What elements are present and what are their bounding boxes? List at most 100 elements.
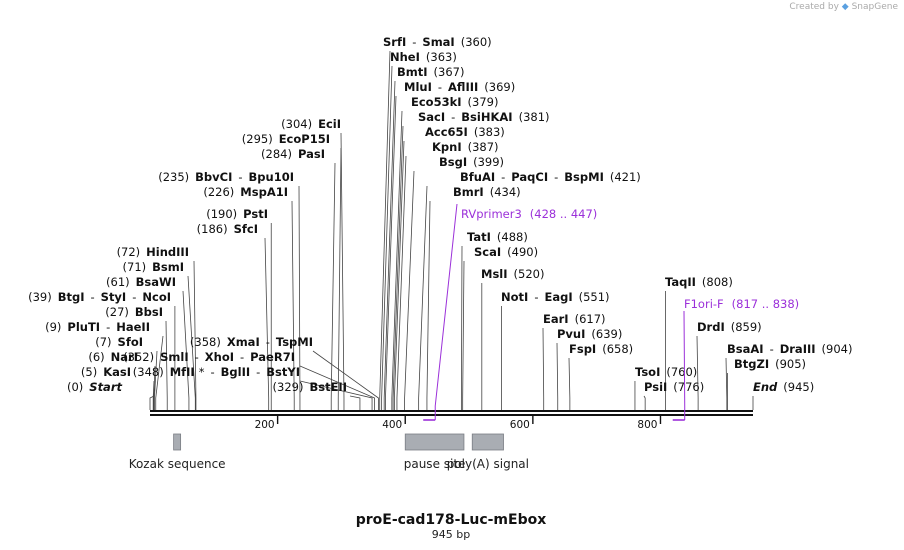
enzyme-name: XmaI	[227, 335, 260, 349]
enzyme-name: BsaWI	[136, 275, 176, 289]
enzyme-name: MfII	[170, 365, 195, 379]
site-annotation: (348)	[133, 365, 164, 379]
enzyme-name: BsaAI	[727, 342, 764, 356]
site-label: (71)BsmI	[123, 260, 184, 274]
site-line	[152, 380, 155, 410]
site-label: (9)PluTI-HaeII	[45, 320, 150, 334]
site-annotation: (904)	[822, 342, 853, 356]
site-label: (284)PasI	[261, 147, 325, 161]
site-annotation: (360)	[461, 35, 492, 49]
site-line	[291, 200, 295, 410]
site-annotation: -	[195, 350, 199, 364]
enzyme-name: MluI	[404, 80, 432, 94]
site-annotation: (304)	[281, 117, 312, 131]
site-label: ScaI(490)	[474, 245, 538, 259]
brand-name: SnapGene	[851, 2, 898, 12]
site-line	[299, 380, 373, 410]
site-annotation: -	[106, 320, 110, 334]
site-label: (226)MspA1I	[203, 185, 288, 199]
feature-box[interactable]	[471, 433, 504, 451]
enzyme-name: BglII	[221, 365, 251, 379]
site-line	[165, 320, 168, 410]
feature-box[interactable]	[404, 433, 465, 451]
site-annotation: (9)	[45, 320, 61, 334]
site-line	[568, 357, 571, 410]
site-annotation: (329)	[273, 380, 304, 394]
site-line	[462, 260, 465, 410]
site-label: EarI(617)	[543, 312, 606, 326]
enzyme-name: SmlI	[160, 350, 189, 364]
site-annotation: (859)	[731, 320, 762, 334]
site-label: (329) BstEII	[273, 380, 347, 394]
site-line	[404, 170, 415, 410]
enzyme-name: DrdI	[697, 320, 725, 334]
enzyme-name: Acc65I	[425, 125, 468, 139]
site-line	[349, 395, 361, 410]
site-label: NotI-EagI(551)	[501, 290, 610, 304]
site-annotation: (379)	[468, 95, 499, 109]
dna-backbone	[150, 410, 753, 416]
feature-box[interactable]	[173, 433, 182, 451]
site-label: BtgZI(905)	[734, 357, 806, 371]
enzyme-name: SmaI	[422, 35, 454, 49]
site-annotation: (186)	[197, 222, 228, 236]
site-label: PsiI(776)	[644, 380, 704, 394]
feature-label: poly(A) signal	[447, 457, 529, 471]
enzyme-name: Eco53kI	[411, 95, 462, 109]
feature-label: pause site	[404, 457, 466, 471]
enzyme-name: TaqII	[665, 275, 696, 289]
enzyme-name: SrfI	[383, 35, 406, 49]
enzyme-name: DraIII	[780, 342, 816, 356]
enzyme-name: PaqCI	[511, 170, 548, 184]
site-annotation: (658)	[602, 342, 633, 356]
site-label: (6)NarI	[88, 350, 138, 364]
enzyme-name: BstEII	[309, 380, 347, 394]
site-annotation: (776)	[673, 380, 704, 394]
site-annotation: -	[534, 290, 538, 304]
site-annotation: (945)	[783, 380, 814, 394]
site-label: Acc65I(383)	[425, 125, 505, 139]
site-line	[696, 335, 699, 410]
primers: RVprimer3(428 .. 447)F1ori-F(817 .. 838)	[423, 203, 800, 421]
site-label: MslI(520)	[481, 267, 544, 281]
enzyme-name: BtgZI	[734, 357, 769, 371]
site-annotation: (235)	[158, 170, 189, 184]
enzyme-name: BmtI	[397, 65, 428, 79]
ruler-tick-label: 400	[382, 419, 402, 431]
site-annotation: (352)	[123, 350, 154, 364]
site-annotation: (369)	[484, 80, 515, 94]
enzyme-name: EcoP15I	[279, 132, 330, 146]
enzyme-name: MspA1I	[240, 185, 288, 199]
site-label: (295)EcoP15I	[242, 132, 330, 146]
site-line	[391, 110, 403, 410]
site-line	[383, 80, 396, 410]
enzyme-name: SacI	[418, 110, 445, 124]
ruler-tick-label: 600	[510, 419, 530, 431]
site-label: (352)SmlI-XhoI-PaeR7I	[123, 350, 295, 364]
site-label: (348)MfII*-BglII-BstYI	[133, 365, 300, 379]
site-annotation: *	[199, 365, 205, 379]
enzyme-name: BspMI	[564, 170, 604, 184]
site-line	[725, 357, 728, 410]
primer-range: (817 .. 838)	[732, 297, 800, 311]
enzyme-name: PstI	[243, 207, 268, 221]
site-line	[298, 185, 301, 410]
site-annotation: (381)	[519, 110, 550, 124]
site-annotation: (434)	[490, 185, 521, 199]
site-annotation: -	[256, 365, 260, 379]
site-line	[460, 245, 463, 410]
site-line	[264, 237, 270, 410]
site-line	[392, 125, 404, 410]
site-annotation: -	[210, 365, 214, 379]
site-label: (72)HindIII	[117, 245, 189, 259]
enzyme-name: NcoI	[142, 290, 171, 304]
site-label: End(945)	[753, 380, 814, 394]
site-label: (5)KasI	[81, 365, 131, 379]
enzyme-name: KpnI	[432, 140, 462, 154]
enzyme-name: NheI	[390, 50, 420, 64]
enzyme-name: NarI	[111, 350, 138, 364]
site-line	[154, 350, 158, 410]
site-annotation: (387)	[468, 140, 499, 154]
site-annotation: (7)	[95, 335, 111, 349]
enzyme-name: BstYI	[266, 365, 300, 379]
